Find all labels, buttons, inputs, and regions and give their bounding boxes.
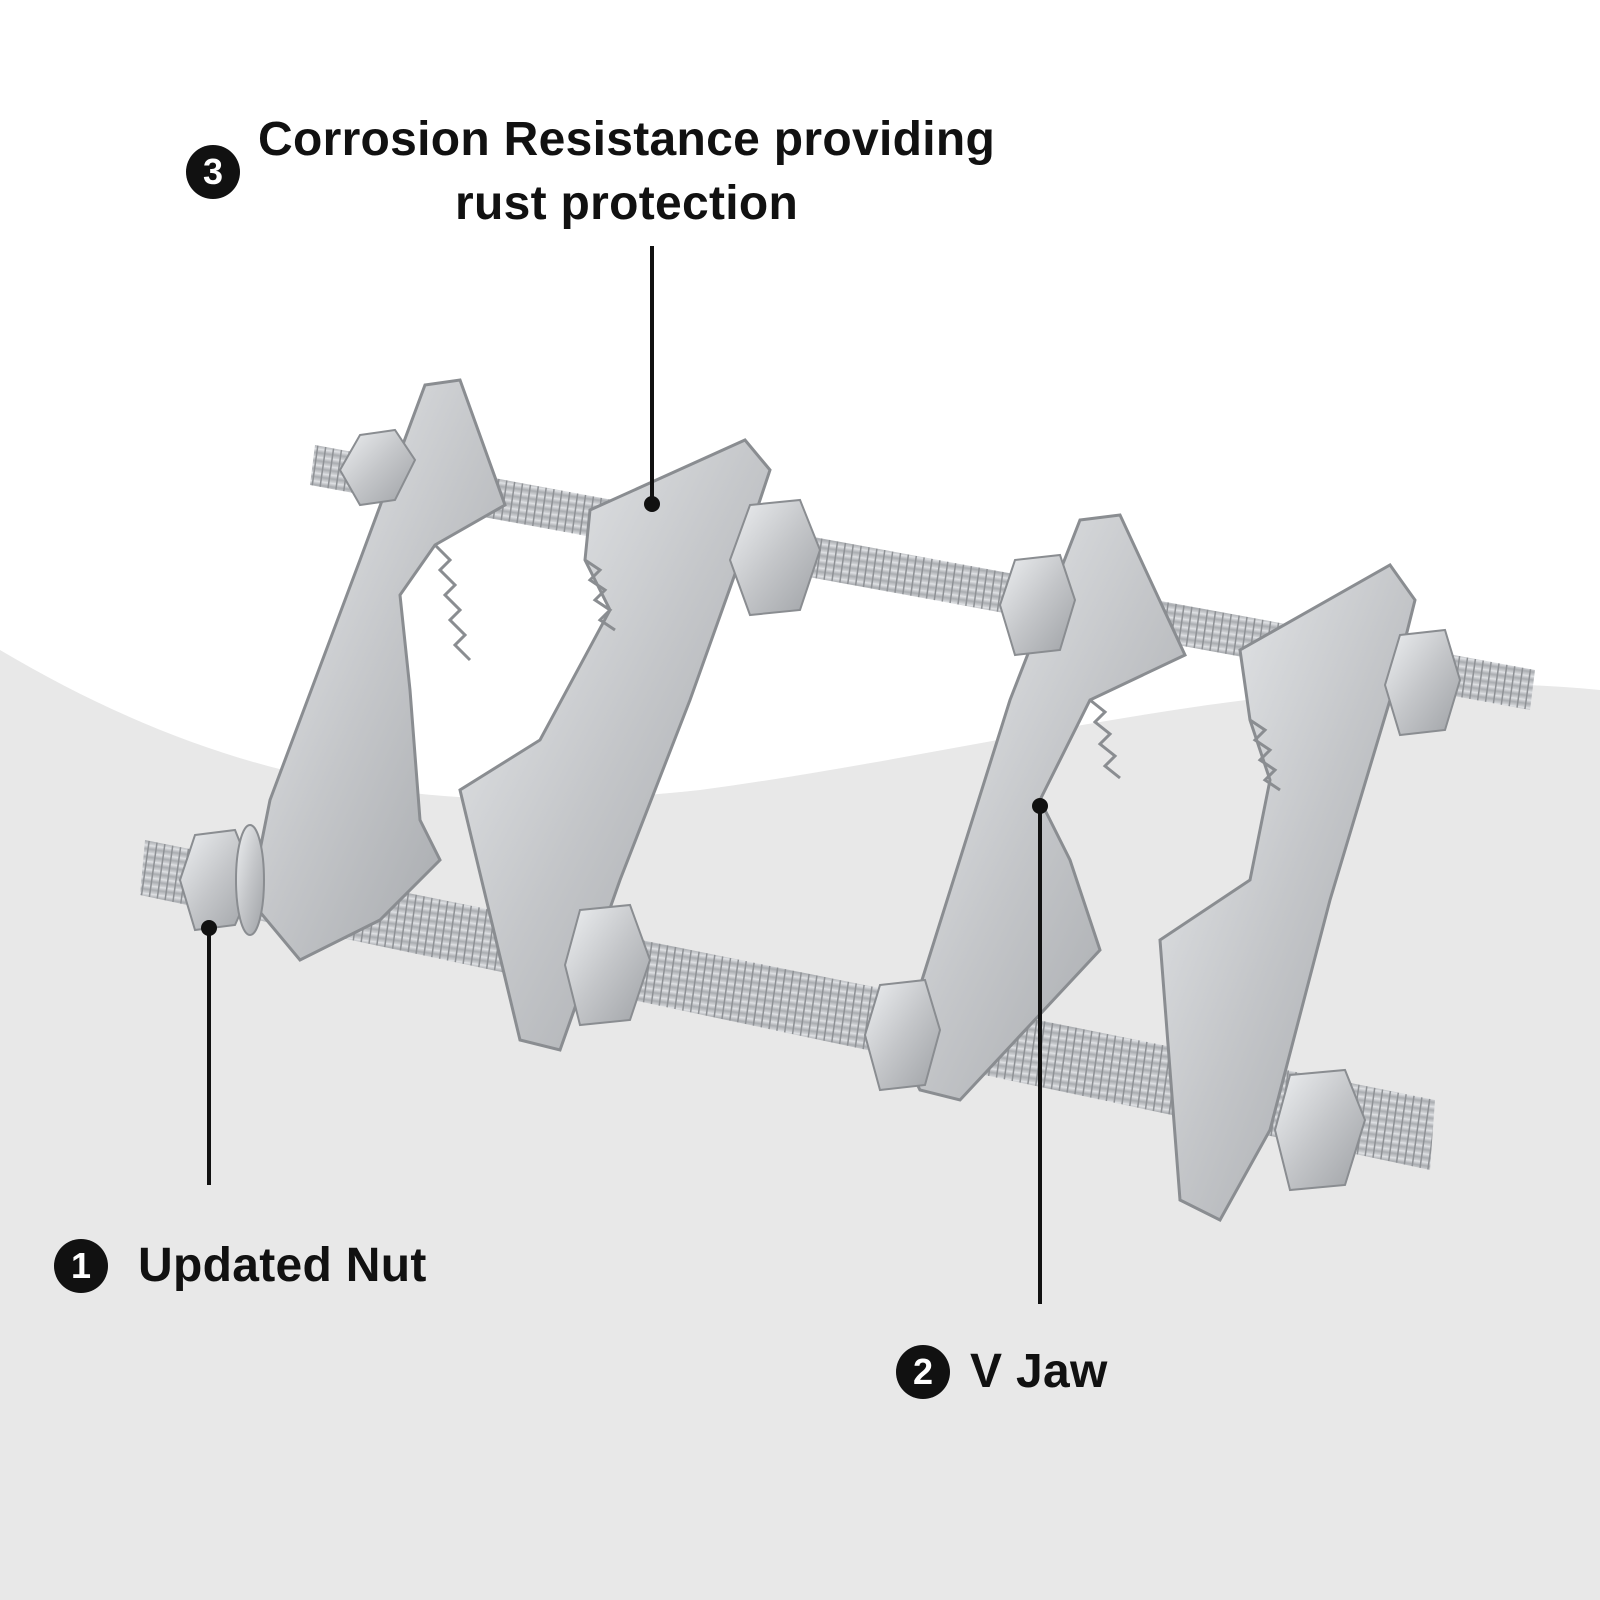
updated-nut xyxy=(178,824,265,936)
v-jaw-left-inner xyxy=(458,438,772,1052)
callout-corrosion-resistance: 3 Corrosion Resistance providing rust pr… xyxy=(186,108,1046,236)
callout-v-jaw: 2 V Jaw xyxy=(896,1340,1108,1404)
callout-number-badge: 3 xyxy=(186,145,240,199)
leader-dot-jaw xyxy=(1032,798,1048,814)
threaded-rod-bottom xyxy=(140,840,1435,1170)
nut-top-center xyxy=(728,498,822,617)
nut-top-right-a xyxy=(998,553,1077,657)
nut-bottom-right-b xyxy=(1273,1068,1367,1192)
nut-top-left xyxy=(338,428,417,507)
callout-label: V Jaw xyxy=(970,1345,1108,1398)
callout-line-1: Corrosion Resistance providing xyxy=(258,113,996,166)
nut-bottom-center xyxy=(563,903,652,1027)
callout-label: Updated Nut xyxy=(138,1239,427,1292)
callout-text: Corrosion Resistance providing rust prot… xyxy=(258,108,995,236)
v-jaw-right-inner xyxy=(1158,563,1417,1222)
v-jaw-left-outer xyxy=(248,378,507,962)
callout-number-badge: 1 xyxy=(54,1239,108,1293)
callout-number-badge: 2 xyxy=(896,1345,950,1399)
leader-dot-nut xyxy=(201,920,217,936)
nut-top-right-b xyxy=(1383,628,1462,737)
callout-line-2: rust protection xyxy=(454,177,799,230)
leader-line-corrosion xyxy=(650,246,654,502)
callout-updated-nut: 1 Updated Nut xyxy=(54,1234,427,1298)
leader-line-jaw xyxy=(1038,806,1042,1304)
nut-bottom-right-a xyxy=(863,978,942,1092)
leader-line-nut xyxy=(207,930,211,1185)
leader-dot-corrosion xyxy=(644,496,660,512)
